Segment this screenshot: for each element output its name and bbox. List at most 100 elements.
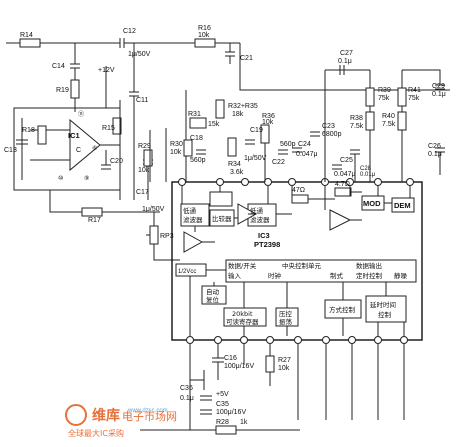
label-r27: R27 xyxy=(278,357,291,364)
label-r31-value: 15k xyxy=(208,121,220,128)
resistor-r29 xyxy=(143,149,153,167)
label-data-output: 数据输出 xyxy=(356,261,382,270)
capacitor-c29 xyxy=(402,69,445,90)
label-r39-value: 75k xyxy=(378,95,390,102)
resistor-r16 xyxy=(194,38,216,48)
label-c29-value: 0.1μ xyxy=(432,91,446,98)
block-dem xyxy=(391,197,415,213)
label-c22: C22 xyxy=(272,159,285,166)
label-r39: R39 xyxy=(378,87,391,94)
label-c23: C23 xyxy=(322,123,335,130)
label-c11: C11 xyxy=(136,97,148,104)
resistor-r18 xyxy=(37,125,47,145)
label-r4-7: 4.7Ω xyxy=(335,181,350,188)
resistor-r38 xyxy=(365,111,375,131)
label-auto-reset-line2: 复位 xyxy=(206,295,220,304)
resistor-4-7 xyxy=(334,187,352,197)
label-12v: +12V xyxy=(98,67,115,74)
label-r18: R18 xyxy=(22,127,35,134)
label-lpf2-line1: 低通 xyxy=(250,206,264,215)
upper-pins xyxy=(178,178,414,186)
label-c28-value: 0.01μ xyxy=(360,172,376,178)
label-lpf1-line1: 低通 xyxy=(183,206,197,215)
label-osc-line1: 压控 xyxy=(279,309,293,318)
label-r15: R15 xyxy=(102,125,115,132)
label-r38-value: 7.5k xyxy=(350,123,364,130)
label-r32-value: 18k xyxy=(232,111,244,118)
label-r29: R29 xyxy=(138,143,151,150)
label-c16-value: 100μ/16V xyxy=(224,363,254,370)
ic1-area xyxy=(13,43,139,200)
label-ic3-part: PT2398 xyxy=(254,240,280,249)
label-c27-value: 0.1μ xyxy=(338,58,352,65)
label-c24: C24 xyxy=(298,141,311,148)
label-c26-value: 0.1μ xyxy=(428,151,442,158)
label-r14: R14 xyxy=(20,32,33,39)
block-ctrl xyxy=(225,259,417,283)
label-c35: C35 xyxy=(216,401,229,408)
capacitor-c27 xyxy=(339,65,345,75)
label-c12: C12 xyxy=(123,28,136,35)
watermark-url: www.dzsc.com xyxy=(127,408,168,414)
capacitor-c23 xyxy=(310,131,320,137)
label-osc-line2: 振荡 xyxy=(279,317,293,326)
label-r28-value: 1k xyxy=(240,419,248,426)
capacitor-c14 xyxy=(70,63,80,69)
watermark-brand: 维库 xyxy=(92,407,120,424)
label-c24-value: 0.047μ xyxy=(296,151,318,158)
resistor-r14 xyxy=(19,38,41,48)
resistor-r19 xyxy=(70,79,80,99)
watermark-site: 电子市场网 xyxy=(122,409,177,423)
capacitor-c26 xyxy=(435,147,445,175)
label-ram-line2: 可读寄存器 xyxy=(226,317,259,326)
label-r28: R28 xyxy=(216,419,229,426)
label-r40-value: 7.5k xyxy=(382,121,396,128)
label-data-input: 输入 xyxy=(228,271,242,280)
label-r41: R41 xyxy=(408,87,421,94)
label-c36: C36 xyxy=(180,385,193,392)
label-clock: 时钟 xyxy=(268,271,282,280)
resistor-r15 xyxy=(112,117,122,135)
label-ic1-inner: C xyxy=(76,147,81,154)
resistor-r36 xyxy=(260,124,270,144)
right-network xyxy=(324,65,445,182)
label-lpf2-line2: 滤波器 xyxy=(250,215,270,224)
label-comparator: 比较器 xyxy=(212,214,232,223)
label-r29-value: 10k xyxy=(138,167,150,174)
opamp-3 xyxy=(329,209,352,231)
label-r34: R34 xyxy=(228,161,241,168)
r17-line xyxy=(49,190,180,261)
label-c29: C29 xyxy=(432,83,445,90)
label-c19-value: 1μ/50V xyxy=(244,155,267,162)
resistor-r39 xyxy=(365,87,375,107)
label-c17-value: 1μ/50V xyxy=(142,206,165,213)
block-dots xyxy=(209,191,233,207)
resistor-r41 xyxy=(397,87,407,107)
labels: R14 C12 1μ/50V R16 10k C21 C14 R19 +12V … xyxy=(4,25,446,426)
label-r19: R19 xyxy=(56,87,69,94)
label-dem: DEM xyxy=(394,201,411,210)
label-r32: R32+R35 xyxy=(228,103,258,110)
label-ic3: IC3 xyxy=(258,231,270,240)
label-r27-value: 10k xyxy=(278,365,290,372)
label-r38: R38 xyxy=(350,115,363,122)
label-central-control: 中央控制单元 xyxy=(282,261,322,270)
label-r16-value: 10k xyxy=(198,32,210,39)
label-mod: MOD xyxy=(363,199,381,208)
label-c18-value: 560p xyxy=(190,157,206,164)
label-r30: R30 xyxy=(170,141,183,148)
label-data-switch: 数据/开关 xyxy=(228,261,257,270)
label-c18: C18 xyxy=(190,135,203,142)
capacitor-c21 xyxy=(225,43,235,64)
label-c25: C25 xyxy=(340,157,353,164)
watermark-logo-icon xyxy=(65,404,87,426)
resistor-r31 xyxy=(189,117,207,129)
label-r47: 47Ω xyxy=(292,187,305,194)
capacitor-c11 xyxy=(129,43,139,200)
resistor-r32 xyxy=(215,99,225,119)
label-r30-value: 10k xyxy=(170,149,182,156)
label-c21: C21 xyxy=(240,55,253,62)
lower-pins xyxy=(186,336,408,344)
label-ic1: IC1 xyxy=(68,131,80,140)
